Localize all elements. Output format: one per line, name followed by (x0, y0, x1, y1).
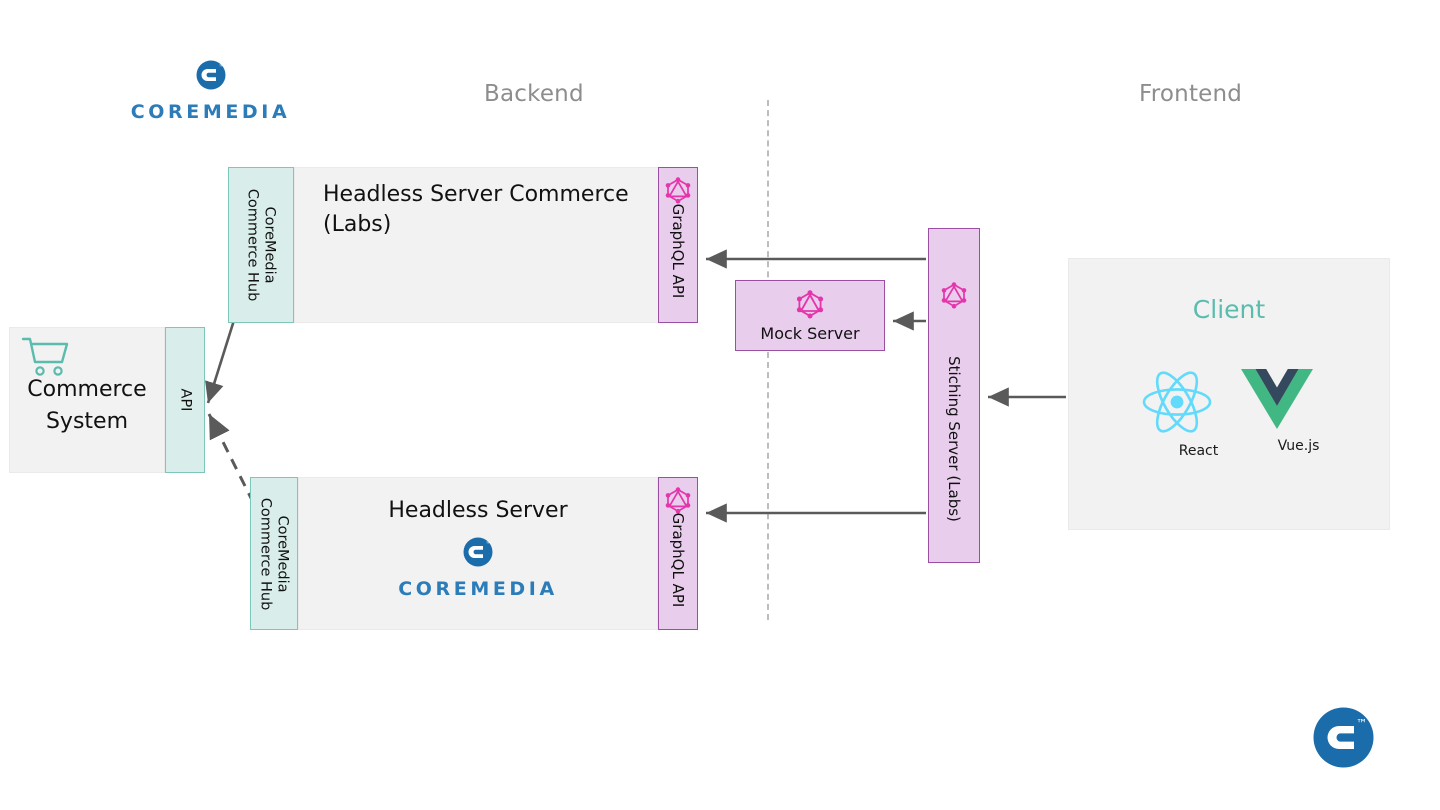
hs-graphql-api-panel[interactable]: GraphQL API (658, 477, 698, 630)
hsc-title: Headless Server Commerce (Labs) (323, 182, 629, 237)
coremedia-badge-icon: ™ (194, 58, 228, 92)
graphql-icon (796, 290, 824, 319)
vue-icon (1241, 369, 1313, 429)
stitching-server-box[interactable]: Stiching Server (Labs) (928, 228, 980, 563)
commerce-system-box[interactable]: Commerce System (9, 327, 165, 473)
headless-server-commerce-box[interactable]: Headless Server Commerce (Labs) (294, 167, 659, 323)
hsc-commerce-hub-label: CoreMedia Commerce Hub (245, 188, 278, 302)
shopping-cart-icon (21, 337, 69, 376)
stitching-server-label: Stiching Server (Labs) (945, 356, 963, 522)
headless-server-box[interactable]: Headless Server ™ COREMEDIA (298, 477, 658, 630)
framework-vue-label: Vue.js (1277, 438, 1320, 454)
zone-label-frontend: Frontend (1139, 81, 1243, 107)
framework-vue[interactable]: Vue.js (1241, 367, 1356, 454)
mock-server-box[interactable]: Mock Server (735, 280, 885, 351)
framework-react-label: React (1178, 443, 1219, 459)
client-box[interactable]: Client React Vue.js (1068, 258, 1390, 530)
hsc-coremedia-logo: ™ COREMEDIA (28, 58, 393, 123)
react-icon (1142, 371, 1212, 433)
client-title: Client (1192, 295, 1266, 324)
svg-text:™: ™ (218, 64, 224, 72)
coremedia-wordmark: COREMEDIA (130, 101, 291, 123)
hs-graphql-api-label: GraphQL API (669, 512, 687, 607)
hs-title: Headless Server (388, 498, 568, 523)
coremedia-wordmark: COREMEDIA (398, 578, 558, 600)
hs-commerce-hub-label: CoreMedia Commerce Hub (258, 497, 291, 610)
hsc-graphql-api-panel[interactable]: GraphQL API (658, 167, 698, 323)
backend-frontend-divider (767, 100, 769, 620)
commerce-api-label: API (177, 388, 194, 412)
framework-react[interactable]: React (1141, 369, 1256, 459)
graphql-icon (665, 177, 691, 204)
coremedia-badge-icon: ™ (461, 535, 495, 569)
mock-server-label: Mock Server (760, 324, 860, 343)
hs-commerce-hub-panel[interactable]: CoreMedia Commerce Hub (250, 477, 298, 630)
zone-label-backend: Backend (484, 81, 584, 107)
svg-text:™: ™ (1356, 717, 1368, 731)
hs-coremedia-logo: ™ COREMEDIA (299, 535, 657, 600)
graphql-icon (941, 282, 967, 309)
commerce-system-label: Commerce System (27, 377, 147, 434)
hsc-commerce-hub-panel[interactable]: CoreMedia Commerce Hub (228, 167, 294, 323)
svg-text:™: ™ (485, 541, 491, 549)
graphql-icon (665, 487, 691, 514)
coremedia-logo-icon: ™ (1313, 707, 1374, 768)
hsc-graphql-api-label: GraphQL API (669, 203, 687, 299)
commerce-api-panel[interactable]: API (165, 327, 205, 473)
